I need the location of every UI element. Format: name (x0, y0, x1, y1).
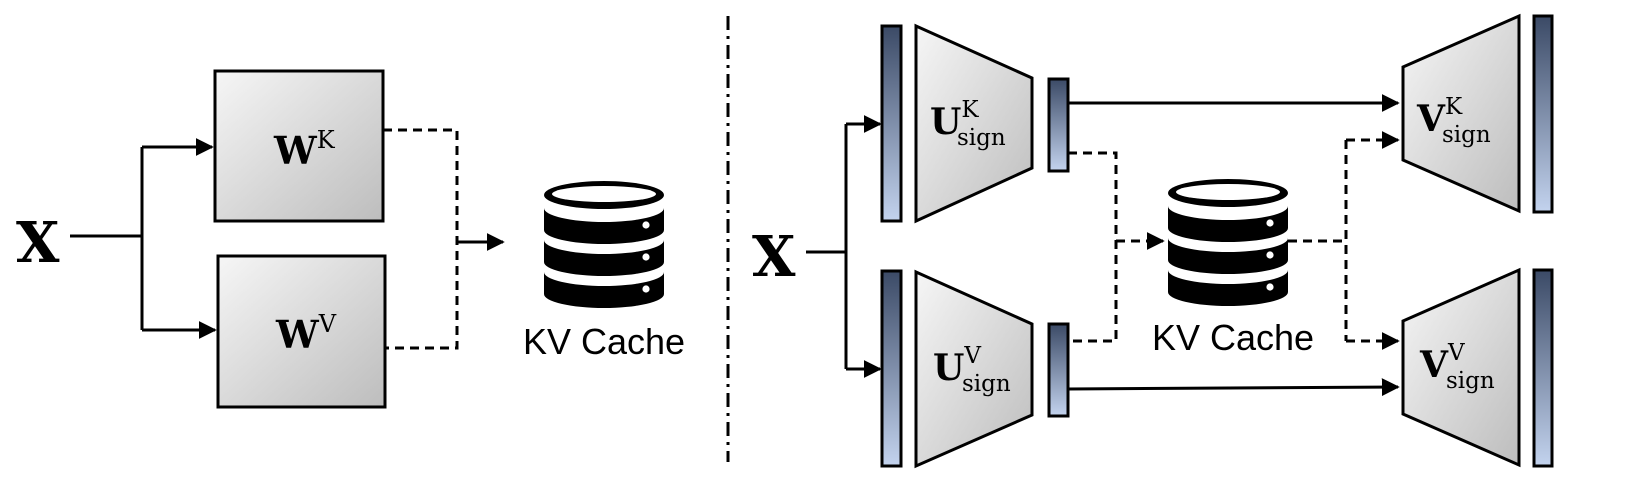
uv-latent-bar (1047, 322, 1070, 418)
vv-output-bar (1532, 268, 1554, 468)
right-cache-label: KV Cache (1152, 317, 1314, 358)
u-dashed-merge (1068, 151, 1118, 343)
uv-input-bar (880, 269, 903, 468)
right-input-x: X (752, 224, 796, 290)
wk-box (213, 69, 385, 223)
uv-to-vv-arrow (1067, 378, 1400, 397)
left-database-icon (544, 181, 664, 308)
vk-output-bar (1532, 14, 1554, 214)
wv-box (216, 254, 387, 409)
wk-label: WK (273, 126, 336, 173)
vk-trapezoid (1401, 13, 1521, 214)
uk-latent-bar (1047, 77, 1070, 173)
left-panel: X WK WV KV Cache (16, 69, 685, 409)
uk-input-bar (880, 24, 903, 223)
vv-trapezoid (1401, 267, 1521, 468)
right-database-icon (1168, 179, 1288, 306)
left-input-x: X (16, 210, 60, 276)
uv-trapezoid (914, 269, 1034, 469)
left-cache-label: KV Cache (523, 321, 685, 362)
uk-trapezoid (914, 23, 1034, 224)
wv-label: WV (275, 310, 337, 357)
left-dashed-merge (383, 128, 459, 350)
